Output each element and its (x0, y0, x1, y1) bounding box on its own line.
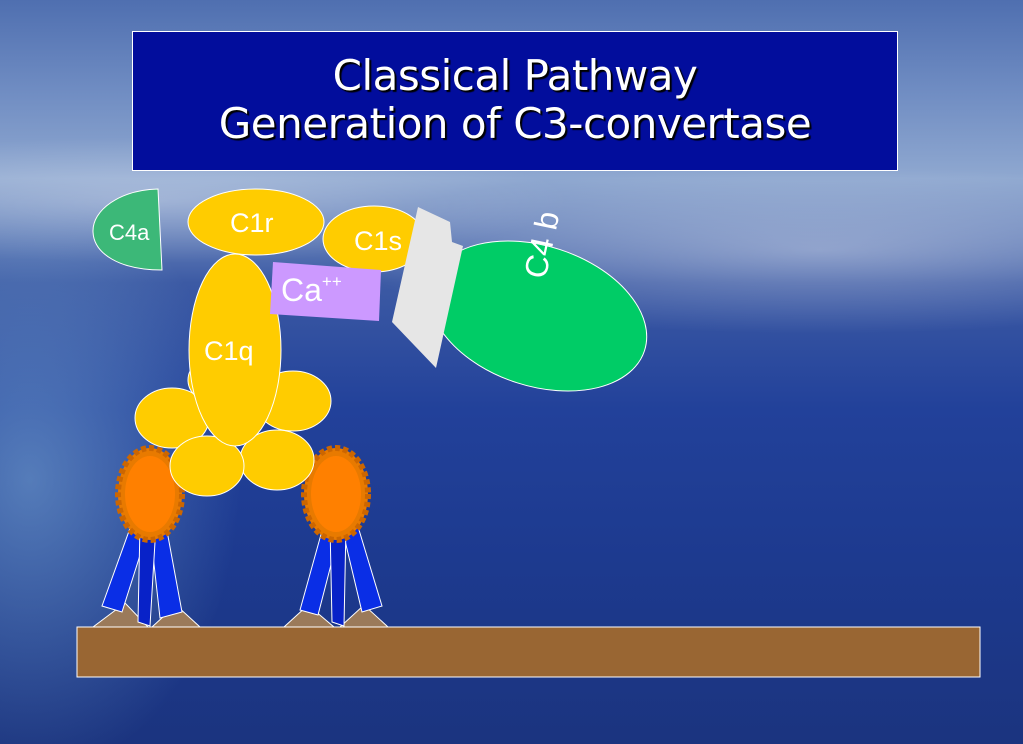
c1s-label: C1s (354, 226, 403, 256)
calcium-label: Ca++ (281, 272, 342, 309)
title-line-2: Generation of C3-convertase (218, 99, 812, 148)
title-box: Classical Pathway Generation of C3-conve… (132, 31, 898, 171)
antibody-rosette (125, 456, 175, 532)
calcium-box (270, 262, 381, 321)
antigen-site (282, 604, 336, 628)
antigen-site (338, 604, 390, 628)
cell-membrane (76, 626, 981, 678)
c1r-label: C1r (230, 208, 274, 238)
c1q-stalk (188, 253, 282, 447)
antigen-site (91, 602, 150, 628)
title-line-1: Classical Pathway (332, 51, 698, 100)
calcium-charge: ++ (321, 272, 342, 291)
antibody-rosette (311, 456, 361, 532)
cleavage-wedge (392, 207, 463, 368)
c4a-fragment (92, 188, 163, 271)
c1q-head (169, 435, 245, 497)
c4a-label: C4a (109, 220, 150, 245)
calcium-symbol: Ca (281, 272, 322, 308)
c1q-label: C1q (204, 336, 254, 366)
c1r-subunit (187, 188, 325, 256)
